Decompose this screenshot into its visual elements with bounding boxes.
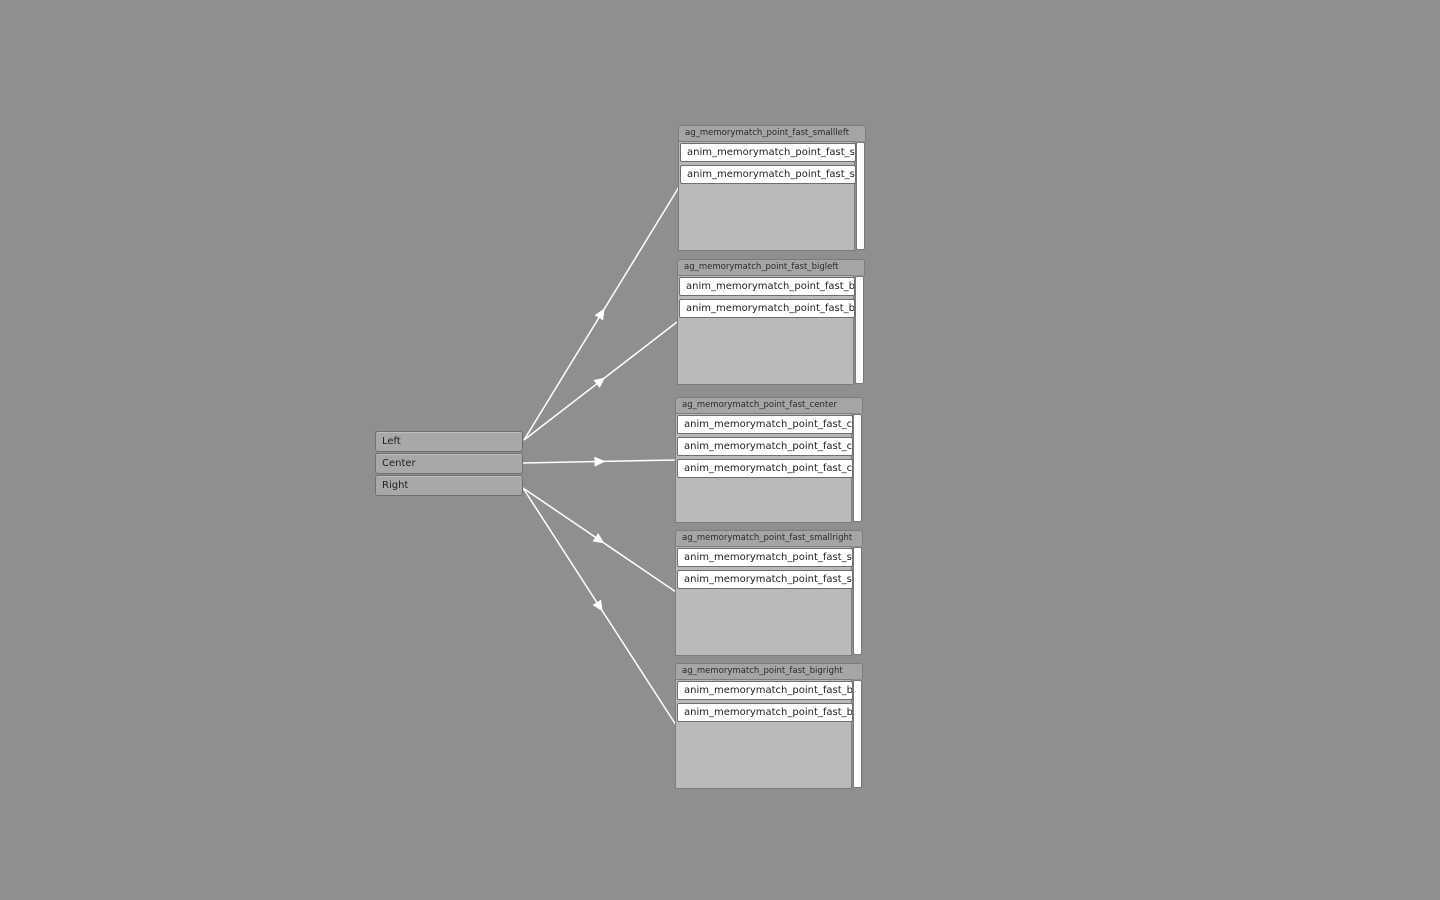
selector-item-left[interactable]: Left xyxy=(375,431,523,452)
clip-item[interactable]: anim_memorymatch_point_fast_c xyxy=(677,459,853,478)
connection-line xyxy=(522,487,677,726)
clip-list: anim_memorymatch_point_fast_bi anim_memo… xyxy=(677,275,855,385)
scrollbar[interactable] xyxy=(856,142,865,250)
group-title: ag_memorymatch_point_fast_center xyxy=(675,397,863,413)
connection-line xyxy=(523,321,678,441)
clip-item[interactable]: anim_memorymatch_point_fast_s xyxy=(680,165,856,184)
scrollbar[interactable] xyxy=(853,680,862,788)
clip-item[interactable]: anim_memorymatch_point_fast_s xyxy=(680,143,856,162)
animation-group-node[interactable]: ag_memorymatch_point_fast_bigleft anim_m… xyxy=(677,259,865,385)
clip-item[interactable]: anim_memorymatch_point_fast_bi xyxy=(679,299,855,318)
clip-item[interactable]: anim_memorymatch_point_fast_s xyxy=(677,548,853,567)
clip-list: anim_memorymatch_point_fast_bi anim_memo… xyxy=(675,679,853,789)
clip-item[interactable]: anim_memorymatch_point_fast_c xyxy=(677,415,853,434)
connection-line xyxy=(523,186,680,441)
scrollbar[interactable] xyxy=(853,547,862,655)
animation-group-node[interactable]: ag_memorymatch_point_fast_smallright ani… xyxy=(675,530,863,656)
clip-item[interactable]: anim_memorymatch_point_fast_c xyxy=(677,437,853,456)
arrow-icon xyxy=(593,377,606,389)
selector-item-right[interactable]: Right xyxy=(375,475,523,496)
connection-line xyxy=(522,459,677,464)
clip-item[interactable]: anim_memorymatch_point_fast_bi xyxy=(679,277,855,296)
scrollbar[interactable] xyxy=(853,414,862,522)
group-title: ag_memorymatch_point_fast_bigright xyxy=(675,663,863,679)
group-title: ag_memorymatch_point_fast_bigleft xyxy=(677,259,865,275)
group-title: ag_memorymatch_point_fast_smallright xyxy=(675,530,863,546)
clip-item[interactable]: anim_memorymatch_point_fast_bi xyxy=(677,681,853,700)
clip-item[interactable]: anim_memorymatch_point_fast_bi xyxy=(677,703,853,722)
arrow-icon xyxy=(594,308,605,321)
arrow-icon xyxy=(592,599,603,612)
clip-list: anim_memorymatch_point_fast_s anim_memor… xyxy=(678,141,856,251)
clip-list: anim_memorymatch_point_fast_c anim_memor… xyxy=(675,413,853,523)
connection-line xyxy=(522,487,677,593)
selector-item-center[interactable]: Center xyxy=(375,453,523,474)
animation-group-node[interactable]: ag_memorymatch_point_fast_bigright anim_… xyxy=(675,663,863,789)
clip-item[interactable]: anim_memorymatch_point_fast_s xyxy=(677,570,853,589)
animation-group-node[interactable]: ag_memorymatch_point_fast_center anim_me… xyxy=(675,397,863,523)
arrow-icon xyxy=(594,456,606,467)
source-selector-node: Left Center Right xyxy=(375,431,523,497)
arrow-icon xyxy=(592,533,605,544)
scrollbar[interactable] xyxy=(855,276,864,384)
group-title: ag_memorymatch_point_fast_smallleft xyxy=(678,125,866,141)
animation-group-node[interactable]: ag_memorymatch_point_fast_smallleft anim… xyxy=(678,125,866,251)
clip-list: anim_memorymatch_point_fast_s anim_memor… xyxy=(675,546,853,656)
